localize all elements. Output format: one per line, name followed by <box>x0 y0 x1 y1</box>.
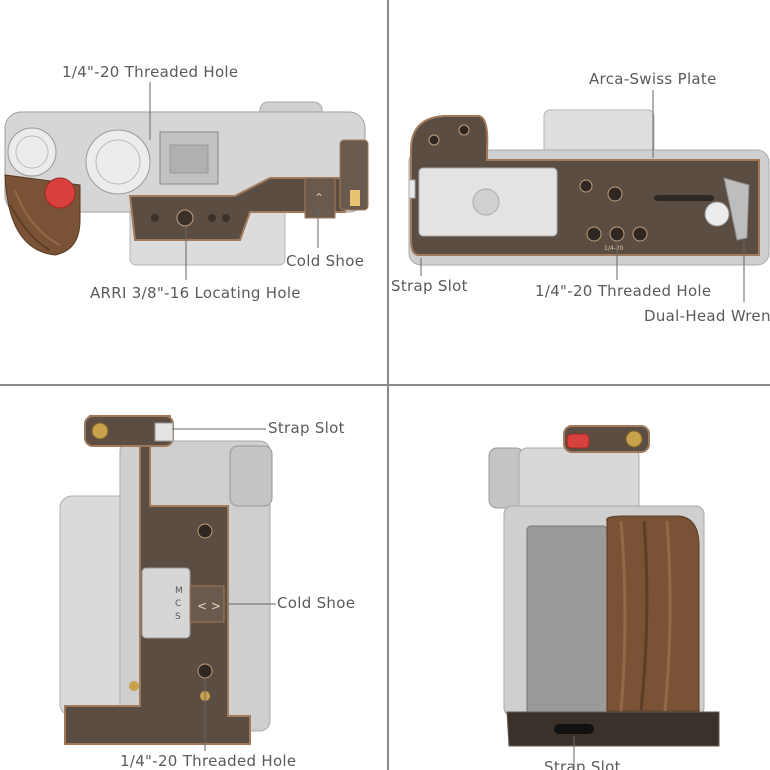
bottom-view-illustration: 1/4-20 <box>408 90 770 302</box>
threaded-hole-b <box>609 226 625 242</box>
left-side-illustration: M C S < > <box>59 415 276 751</box>
panel-left-side-view: M C S < > Strap Slot Cold Shoe 1/4"-20 T… <box>0 386 387 770</box>
arri-hole <box>176 209 194 227</box>
bottom-plate <box>506 711 720 747</box>
panel-top-view: ⌃ 1/4"-20 Threaded Hole Cold Shoe ARRI 3… <box>0 0 387 384</box>
svg-text:⌃: ⌃ <box>314 191 324 205</box>
brass-screw <box>91 422 109 440</box>
label-wrench: Dual-Head Wren <box>644 307 770 325</box>
panel-right-side-view: Strap Slot <box>389 386 770 770</box>
svg-text:C: C <box>175 599 181 609</box>
svg-text:S: S <box>175 612 181 622</box>
label-threaded-hole: 1/4"-20 Threaded Hole <box>120 752 297 770</box>
label-locating-hole: ARRI 3/8"-16 Locating Hole <box>90 284 301 302</box>
label-threaded-hole: 1/4"-20 Threaded Hole <box>62 63 239 81</box>
threaded-hole <box>197 663 213 679</box>
label-strap-slot: Strap Slot <box>391 277 468 295</box>
right-side-illustration <box>488 425 720 770</box>
strap-slot <box>350 190 360 206</box>
engraving: 1/4-20 <box>604 245 624 252</box>
threaded-hole-a <box>586 226 602 242</box>
side-strap-bracket <box>339 139 369 211</box>
shutter-button <box>44 177 76 209</box>
horizontal-divider <box>0 384 770 386</box>
cold-shoe-mount <box>304 177 336 219</box>
threaded-hole-c <box>632 226 648 242</box>
top-view-illustration: ⌃ <box>4 82 369 280</box>
strap-slot <box>408 179 416 199</box>
label-arca-plate: Arca-Swiss Plate <box>589 70 717 88</box>
svg-text:M: M <box>175 586 183 596</box>
label-strap-slot: Strap Slot <box>268 419 345 437</box>
svg-text:< >: < > <box>197 599 221 613</box>
label-threaded-hole: 1/4"-20 Threaded Hole <box>535 282 712 300</box>
wood-grip <box>606 515 700 712</box>
strap-slot <box>554 724 594 734</box>
shutter-dial <box>85 129 151 195</box>
exposure-dial <box>7 127 57 177</box>
label-cold-shoe: Cold Shoe <box>277 594 356 612</box>
lens-top <box>543 109 655 156</box>
strap-slot <box>154 422 174 442</box>
leatherette <box>526 525 608 717</box>
dual-head-wrench <box>723 177 750 241</box>
mode-dial <box>141 567 191 639</box>
label-cold-shoe: Cold Shoe <box>286 252 365 270</box>
panel-bottom-view: 1/4-20 Arca-Swiss Plate Strap Slot 1/4"-… <box>389 0 770 384</box>
label-strap-slot: Strap Slot <box>544 758 621 770</box>
